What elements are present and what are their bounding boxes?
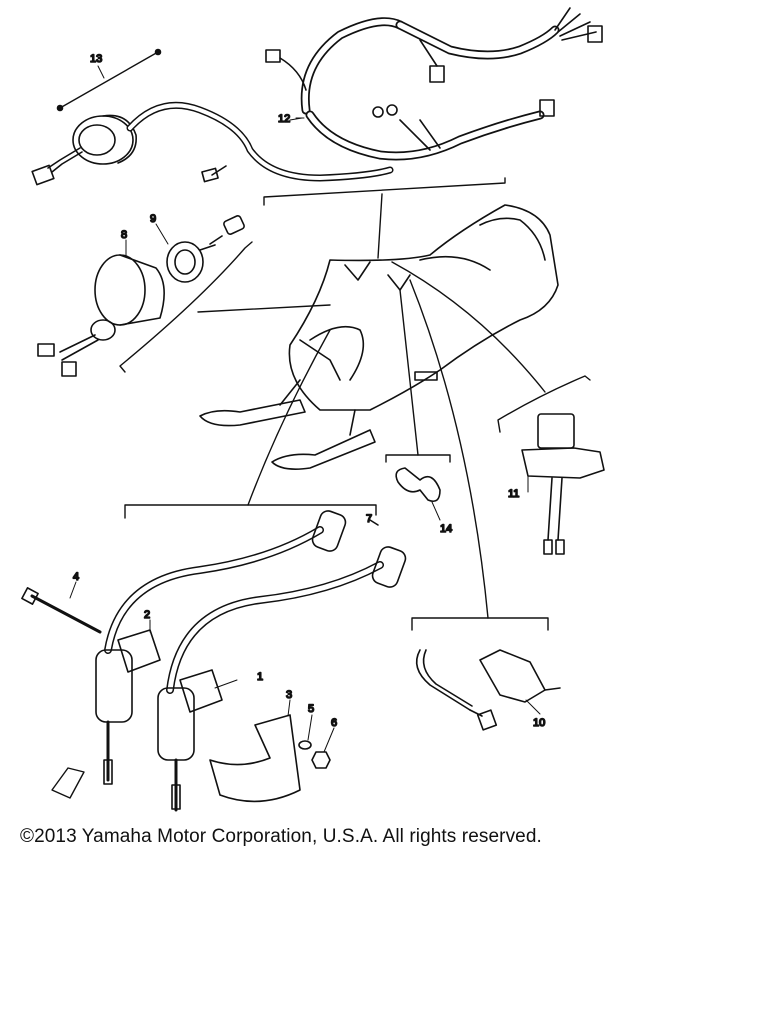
- part-label-11: 11: [508, 488, 519, 500]
- wire-14: [395, 467, 441, 503]
- callout-brackets: [119, 177, 591, 631]
- part-label-4: 4: [73, 571, 79, 583]
- switch-ring-9: [166, 241, 216, 283]
- main-switch-8: [37, 254, 165, 377]
- part-label-3: 3: [286, 689, 292, 701]
- wire-harness-12: [265, 7, 603, 161]
- ignition-coil-1: [157, 669, 223, 812]
- bolt-4: [21, 587, 102, 634]
- part-label-8: 8: [121, 229, 127, 241]
- cable-13: [56, 48, 162, 112]
- ignition-coil-2: [95, 629, 161, 785]
- parts-diagram: 1 2 3 4 5 6 7 8 9 10 11 12 13 14: [21, 7, 605, 812]
- forward-arrow-icon: [51, 767, 85, 799]
- bracket-3: [209, 714, 301, 803]
- leader-lines: [69, 117, 541, 753]
- part-label-2: 2: [144, 609, 150, 621]
- part-label-6: 6: [331, 717, 337, 729]
- part-label-7: 7: [366, 513, 372, 525]
- part-label-14: 14: [440, 523, 452, 535]
- nut-6: [311, 751, 331, 769]
- part-label-10: 10: [533, 717, 545, 729]
- copyright-notice: ©2013 Yamaha Motor Corporation, U.S.A. A…: [20, 826, 542, 847]
- part-label-1: 1: [257, 671, 263, 683]
- snowmobile-body: [199, 204, 559, 470]
- gauge-assembly: [31, 101, 394, 186]
- key-icon: [209, 215, 245, 245]
- ht-leads-7: [104, 510, 407, 694]
- washer-5: [298, 740, 312, 750]
- part-label-12: 12: [278, 113, 290, 125]
- part-label-5: 5: [308, 703, 314, 715]
- relay-11: [521, 413, 605, 555]
- part-label-13: 13: [90, 53, 102, 65]
- part-label-9: 9: [150, 213, 156, 225]
- switch-10: [415, 649, 561, 731]
